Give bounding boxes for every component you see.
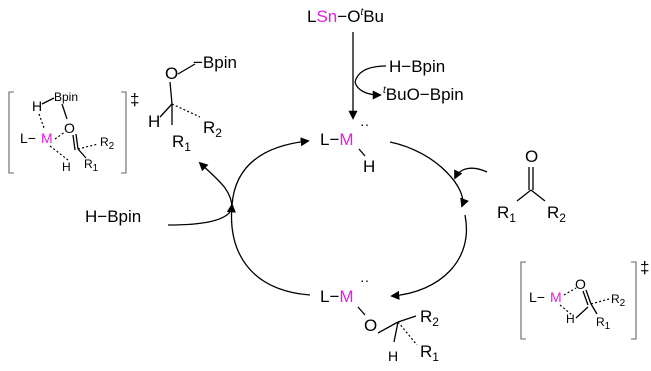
product-oxygen: O: [165, 64, 178, 83]
ts1-ligand: L−: [20, 130, 36, 146]
svg-text:L−M: L−M: [320, 130, 354, 149]
ts1-r1: R1: [84, 157, 99, 174]
cycle-arc-left-lower: [226, 203, 311, 296]
cycle-arc-left-upper: [231, 137, 310, 206]
ts2-ligand: L−: [529, 289, 545, 305]
metal-hydride: L−M ·· H: [320, 116, 375, 176]
product-r1: R1: [172, 132, 191, 154]
alkoxide-oxygen: O: [364, 316, 377, 335]
alkoxide-intermediate: L−M ·· O R2 H R1: [320, 272, 439, 364]
alkoxide-ligand: L: [320, 287, 329, 306]
ts1-h-migrating: H: [62, 160, 71, 174]
hydride-lone-pair: ··: [360, 116, 369, 132]
ts1-r2: R2: [100, 135, 115, 152]
hbpin-entry-curve: [167, 207, 233, 226]
product-bpin: −Bpin: [193, 53, 237, 72]
precursor-bond: −: [337, 7, 347, 26]
ts2-r2: R2: [611, 292, 626, 309]
product-r2: R2: [203, 118, 222, 140]
transition-state-1: ‡ H Bpin L− M O H R2 R1: [8, 90, 139, 174]
ts2-r1: R1: [596, 315, 611, 332]
reagent-hbpin-top: H−Bpin: [389, 57, 445, 76]
ts1-bpin: Bpin: [54, 90, 78, 104]
cycle-arc-right: [389, 141, 469, 208]
product-h: H: [148, 112, 160, 131]
product-borate-ester: O −Bpin H R1 R2: [148, 53, 237, 154]
hydride-ligand: L: [320, 130, 329, 149]
ts2-metal: M: [550, 289, 562, 305]
alkoxide-metal: M: [339, 287, 353, 306]
alkoxide-r2: R2: [420, 307, 439, 329]
hydride-metal: M: [339, 130, 353, 149]
ts1-oxygen: O: [64, 120, 75, 136]
hydride-dash: −: [329, 130, 339, 149]
ketone-entry-arrow: [454, 167, 488, 180]
ketone-oxygen: O: [525, 147, 538, 166]
alkoxide-r1: R1: [420, 342, 439, 364]
ketone: O R1 R2: [497, 147, 566, 225]
precursor-metal: Sn: [316, 7, 337, 26]
precursor-oxygen: O: [347, 7, 360, 26]
catalyst-precursor: LSn−OtBu: [307, 7, 384, 26]
ts2-oxygen: O: [575, 276, 586, 292]
ts2-h: H: [566, 312, 575, 326]
product-release-arrow: [198, 161, 233, 209]
svg-text:O: O: [165, 64, 178, 83]
ts1-h: H: [32, 98, 42, 114]
ketone-r2: R2: [547, 203, 566, 225]
ketone-r1: R1: [497, 203, 516, 225]
svg-text:LSn−OtBu: LSn−OtBu: [307, 7, 384, 26]
byproduct-tbuobpin: tBuO−Bpin: [383, 85, 464, 104]
hydride-h: H: [363, 157, 375, 176]
alkoxide-h: H: [388, 348, 398, 364]
alkoxide-dash: −: [329, 287, 339, 306]
byproduct-out-curve: [354, 81, 382, 100]
svg-text:L−M: L−M: [320, 287, 354, 306]
cycle-arc-right-lower: [390, 214, 468, 300]
precursor-ligand: L: [307, 7, 316, 26]
precursor-tbu: Bu: [363, 7, 384, 26]
reagent-hbpin-left: H−Bpin: [85, 207, 141, 226]
ts2-dagger: ‡: [640, 258, 649, 277]
transition-state-2: ‡ L− M O H R2 R1: [520, 258, 649, 340]
alkoxide-lone-pair: ··: [360, 272, 369, 288]
ts1-metal: M: [41, 130, 53, 146]
reagent-in-curve: [354, 65, 387, 83]
ts1-dagger: ‡: [130, 90, 139, 109]
precursor-tbu-sup: t: [360, 7, 364, 18]
